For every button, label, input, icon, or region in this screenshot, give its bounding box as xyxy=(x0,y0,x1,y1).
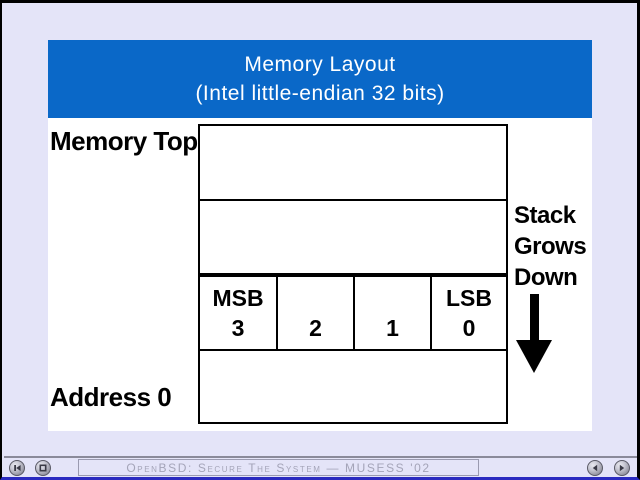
byte-cell-msb: MSB 3 xyxy=(200,277,278,349)
stack-grows-down-label: Stack Grows Down xyxy=(514,200,587,293)
memory-top-label: Memory Top xyxy=(50,126,198,156)
status-bar: OpenBSD: Secure The System — MUSESS '02 xyxy=(78,459,479,476)
byte-cell-2: 2 xyxy=(278,277,355,349)
previous-slide-button[interactable] xyxy=(587,460,603,476)
byte-cells-row: MSB 3 2 1 LSB 0 xyxy=(200,277,506,351)
stack-note-line2: Grows xyxy=(514,233,587,260)
first-slide-button[interactable] xyxy=(9,460,25,476)
memory-row-top xyxy=(200,126,506,201)
stop-square-icon xyxy=(38,463,48,473)
stack-note-line3: Down xyxy=(514,264,578,291)
right-triangle-icon xyxy=(617,463,627,473)
memory-row-upper xyxy=(200,201,506,277)
footer-separator xyxy=(4,456,637,458)
byte-cell-index: 0 xyxy=(462,315,476,341)
slide-title-line1: Memory Layout xyxy=(244,52,396,76)
address-zero-label: Address 0 xyxy=(50,382,172,412)
memory-row-bottom xyxy=(200,351,506,422)
slide-area: Memory Layout (Intel little-endian 32 bi… xyxy=(48,40,592,431)
stop-button[interactable] xyxy=(35,460,51,476)
skip-to-start-icon xyxy=(12,463,22,473)
byte-cell-1: 1 xyxy=(355,277,432,349)
stack-note-line1: Stack xyxy=(514,202,576,229)
next-slide-button[interactable] xyxy=(614,460,630,476)
byte-cell-index: 1 xyxy=(386,315,399,341)
byte-cell-index: 3 xyxy=(231,315,245,341)
memory-box: MSB 3 2 1 LSB 0 xyxy=(198,124,508,424)
slide-title-banner: Memory Layout (Intel little-endian 32 bi… xyxy=(48,40,592,118)
byte-cell-tag: LSB xyxy=(446,285,492,311)
byte-cell-lsb: LSB 0 xyxy=(432,277,506,349)
byte-cell-index: 2 xyxy=(309,315,322,341)
slide-title-line2: (Intel little-endian 32 bits) xyxy=(195,81,445,105)
byte-cell-tag: MSB xyxy=(212,285,264,311)
left-triangle-icon xyxy=(590,463,600,473)
thick-down-arrow-icon xyxy=(513,294,555,379)
status-text: OpenBSD: Secure The System — MUSESS '02 xyxy=(126,460,431,475)
